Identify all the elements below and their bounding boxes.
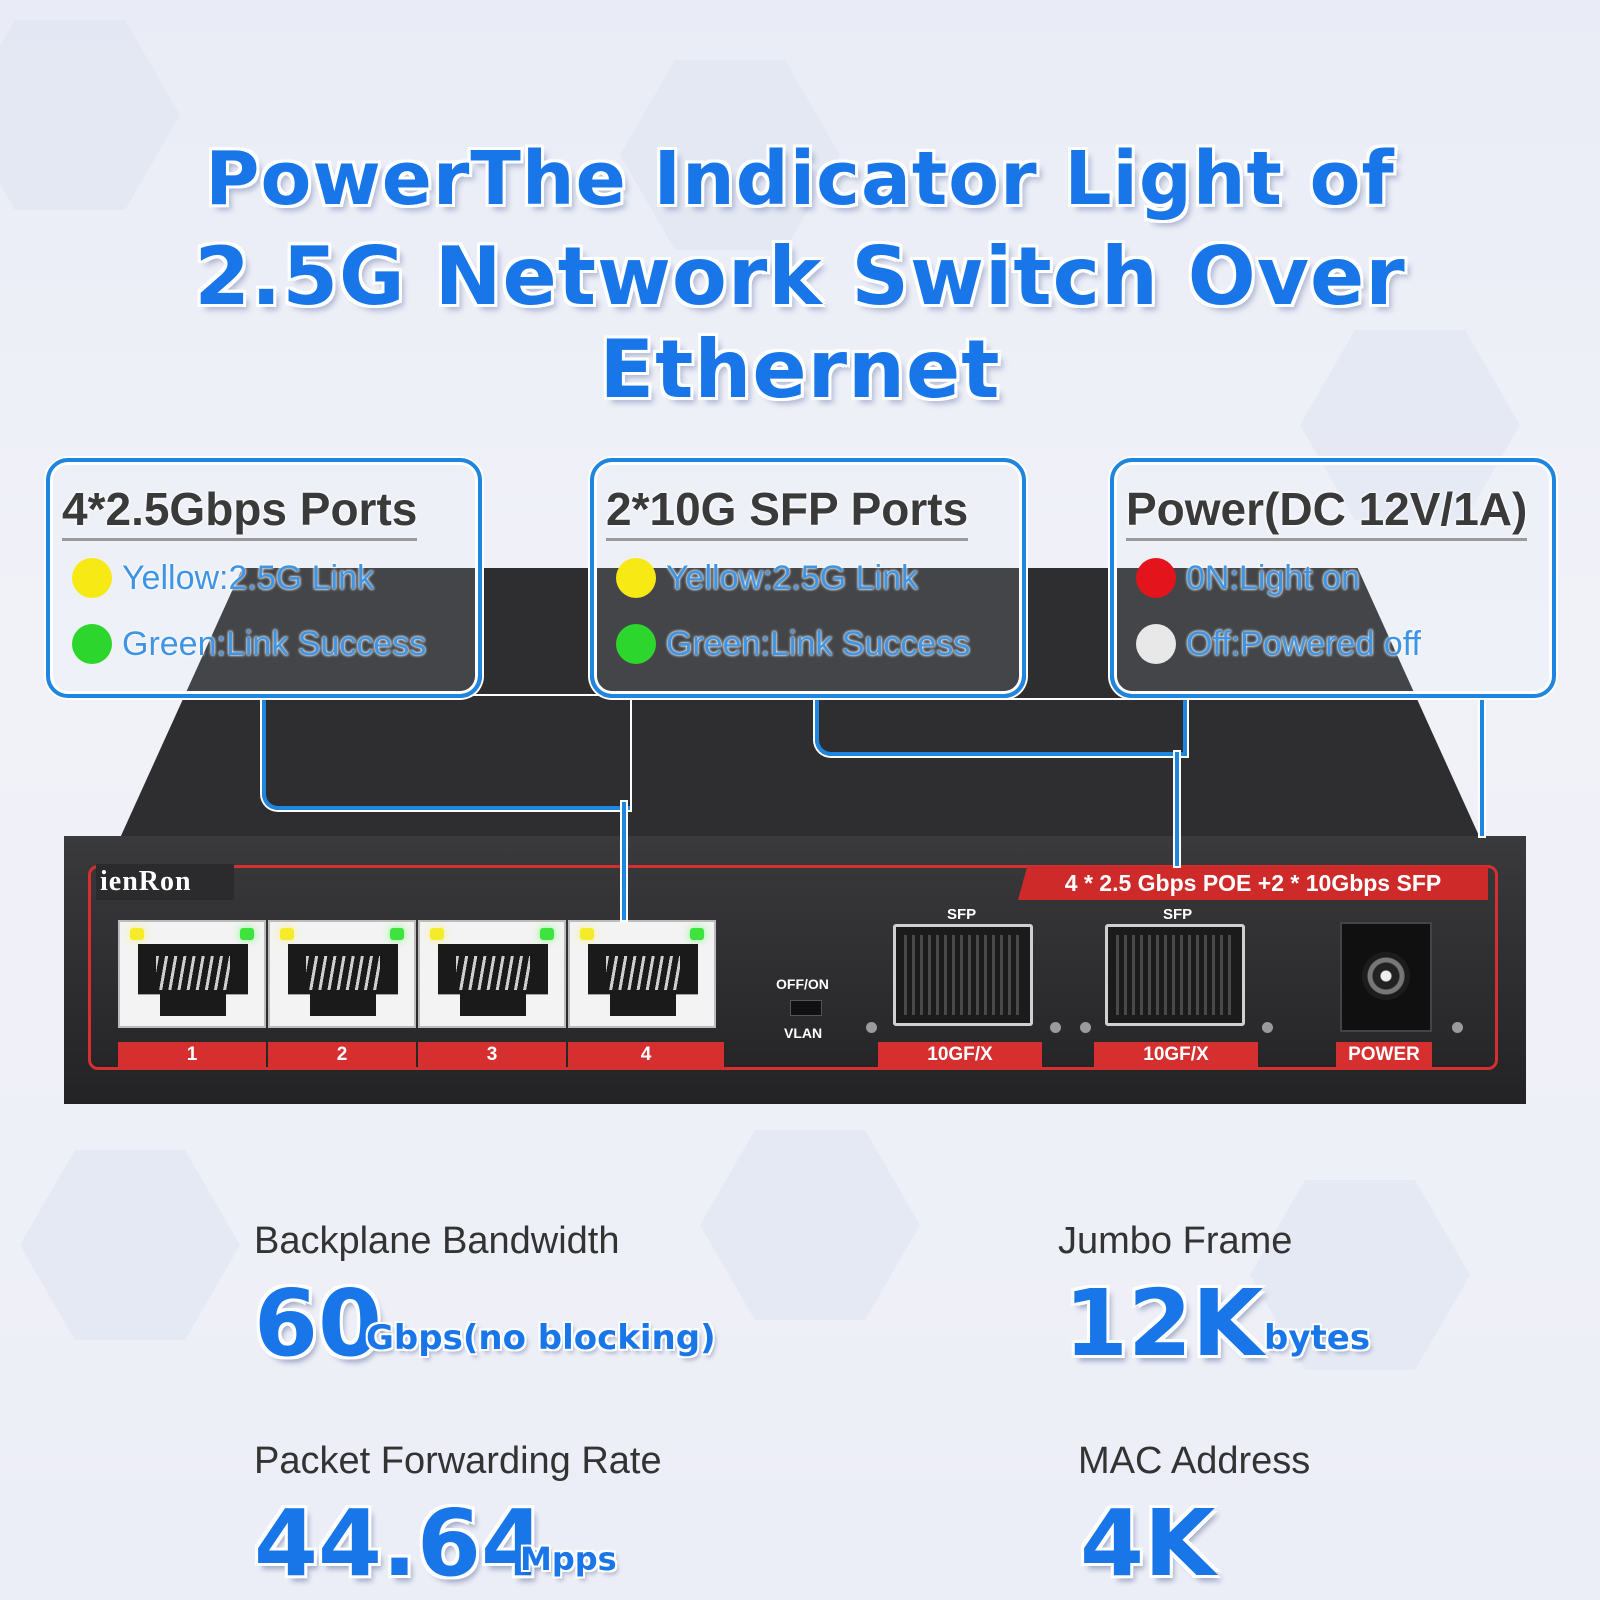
- callout-power-row-2-label: Off:Powered off: [1186, 624, 1421, 663]
- sfp-caption-1: SFP: [947, 906, 977, 923]
- green-led-icon: [390, 928, 404, 940]
- callout-sfp-row-1: Yellow:2.5G Link: [616, 558, 918, 598]
- rj45-pins-icon: [456, 956, 530, 990]
- callout-power-row-1-label: 0N:Light on: [1186, 558, 1360, 597]
- sfp-led-icon: [1262, 1022, 1273, 1033]
- sfp-led-icon: [1080, 1022, 1091, 1033]
- callout-sfp-row-2-label: Green:Link Success: [666, 624, 971, 663]
- dc-jack-socket-icon: [1362, 952, 1410, 1000]
- green-led-icon: [240, 928, 254, 940]
- callout-sfp-row-2: Green:Link Success: [616, 624, 970, 664]
- spec-jumbo-unit: bytes: [1264, 1318, 1371, 1358]
- dc-power-jack: [1340, 922, 1432, 1032]
- callout-ports-heading: 4*2.5Gbps Ports: [62, 482, 418, 541]
- callout-leader-sfp-drop: [1175, 752, 1179, 866]
- rj45-port-1: [118, 920, 266, 1028]
- port-number-label-1: 1: [118, 1042, 266, 1067]
- green-led-icon: [540, 928, 554, 940]
- spec-forwarding-unit: Mpps: [520, 1540, 617, 1578]
- callout-leader-ports: [262, 696, 630, 810]
- callout-ports-row-2-label: Green:Link Success: [122, 624, 427, 663]
- model-banner: 4 * 2.5 Gbps POE +2 * 10Gbps SFP: [1018, 866, 1488, 900]
- power-led-icon: [1452, 1022, 1463, 1033]
- yellow-led-icon: [280, 928, 294, 940]
- callout-ports-row-2: Green:Link Success: [72, 624, 426, 664]
- headline-line-1: PowerThe Indicator Light of: [205, 136, 1395, 222]
- front-panel-red-frame: [88, 865, 1498, 1070]
- green-indicator-icon: [616, 624, 656, 664]
- callout-power-heading: Power(DC 12V/1A): [1126, 482, 1528, 541]
- rj45-pins-icon: [156, 956, 230, 990]
- switch-top-panel: [120, 568, 1480, 838]
- sfp-port-1: [893, 924, 1033, 1026]
- callout-leader-sfp: [815, 700, 1187, 756]
- callout-ports-row-1: Yellow:2.5G Link: [72, 558, 374, 598]
- headline-line-2: 2.5G Network Switch Over Ethernet: [194, 230, 1406, 416]
- callout-leader-ports-drop: [622, 802, 626, 920]
- yellow-led-icon: [580, 928, 594, 940]
- white-indicator-icon: [1136, 624, 1176, 664]
- callout-power-row-1: 0N:Light on: [1136, 558, 1360, 598]
- spec-mac-label: MAC Address: [1078, 1440, 1311, 1482]
- spec-jumbo-value: 12K: [1064, 1270, 1264, 1377]
- callout-sfp-row-1-label: Yellow:2.5G Link: [666, 558, 919, 597]
- callout-power: Power(DC 12V/1A) 0N:Light on Off:Powered…: [1110, 458, 1556, 698]
- rj45-pins-icon: [306, 956, 380, 990]
- callout-ports: 4*2.5Gbps Ports Yellow:2.5G Link Green:L…: [46, 458, 482, 698]
- sfp-led-icon: [1050, 1022, 1061, 1033]
- yellow-indicator-icon: [72, 558, 112, 598]
- sfp-led-icon: [866, 1022, 877, 1033]
- brand-logo: ienRon: [96, 864, 234, 900]
- sfp-cage-icon: [904, 935, 1022, 1015]
- port-number-label-2: 2: [268, 1042, 416, 1067]
- background-hexagon: [20, 1150, 240, 1340]
- rj45-port-3: [418, 920, 566, 1028]
- callout-ports-row-1-label: Yellow:2.5G Link: [122, 558, 375, 597]
- spec-backplane-unit: Gbps(no blocking): [366, 1318, 716, 1358]
- spec-forwarding-label: Packet Forwarding Rate: [254, 1440, 662, 1482]
- callout-leader-power: [1480, 698, 1484, 836]
- rj45-port-4: [568, 920, 716, 1028]
- sfp-port-label-2: 10GF/X: [1094, 1042, 1258, 1067]
- vlan-toggle-switch[interactable]: [790, 1000, 822, 1016]
- background-hexagon: [620, 60, 840, 250]
- callout-sfp: 2*10G SFP Ports Yellow:2.5G Link Green:L…: [590, 458, 1026, 698]
- callout-sfp-heading: 2*10G SFP Ports: [606, 482, 969, 541]
- sfp-port-2: [1105, 924, 1245, 1026]
- rj45-pins-icon: [606, 956, 680, 990]
- spec-backplane-label: Backplane Bandwidth: [254, 1220, 620, 1262]
- port-number-label-4: 4: [568, 1042, 724, 1067]
- vlan-switch-bottom-label: VLAN: [784, 1025, 823, 1041]
- sfp-caption-2: SFP: [1163, 906, 1193, 923]
- yellow-led-icon: [130, 928, 144, 940]
- yellow-led-icon: [430, 928, 444, 940]
- power-label: POWER: [1336, 1042, 1432, 1067]
- sfp-port-label-1: 10GF/X: [878, 1042, 1042, 1067]
- spec-forwarding-value: 44.64: [254, 1490, 546, 1597]
- port-number-label-3: 3: [418, 1042, 566, 1067]
- green-led-icon: [690, 928, 704, 940]
- spec-jumbo-label: Jumbo Frame: [1058, 1220, 1293, 1262]
- background-hexagon: [700, 1130, 920, 1320]
- callout-power-row-2: Off:Powered off: [1136, 624, 1421, 664]
- rj45-port-2: [268, 920, 416, 1028]
- red-indicator-icon: [1136, 558, 1176, 598]
- spec-backplane-value: 60: [254, 1270, 383, 1377]
- green-indicator-icon: [72, 624, 112, 664]
- spec-mac-value: 4K: [1080, 1490, 1216, 1597]
- yellow-indicator-icon: [616, 558, 656, 598]
- sfp-cage-icon: [1116, 935, 1234, 1015]
- vlan-switch-top-label: OFF/ON: [776, 976, 829, 992]
